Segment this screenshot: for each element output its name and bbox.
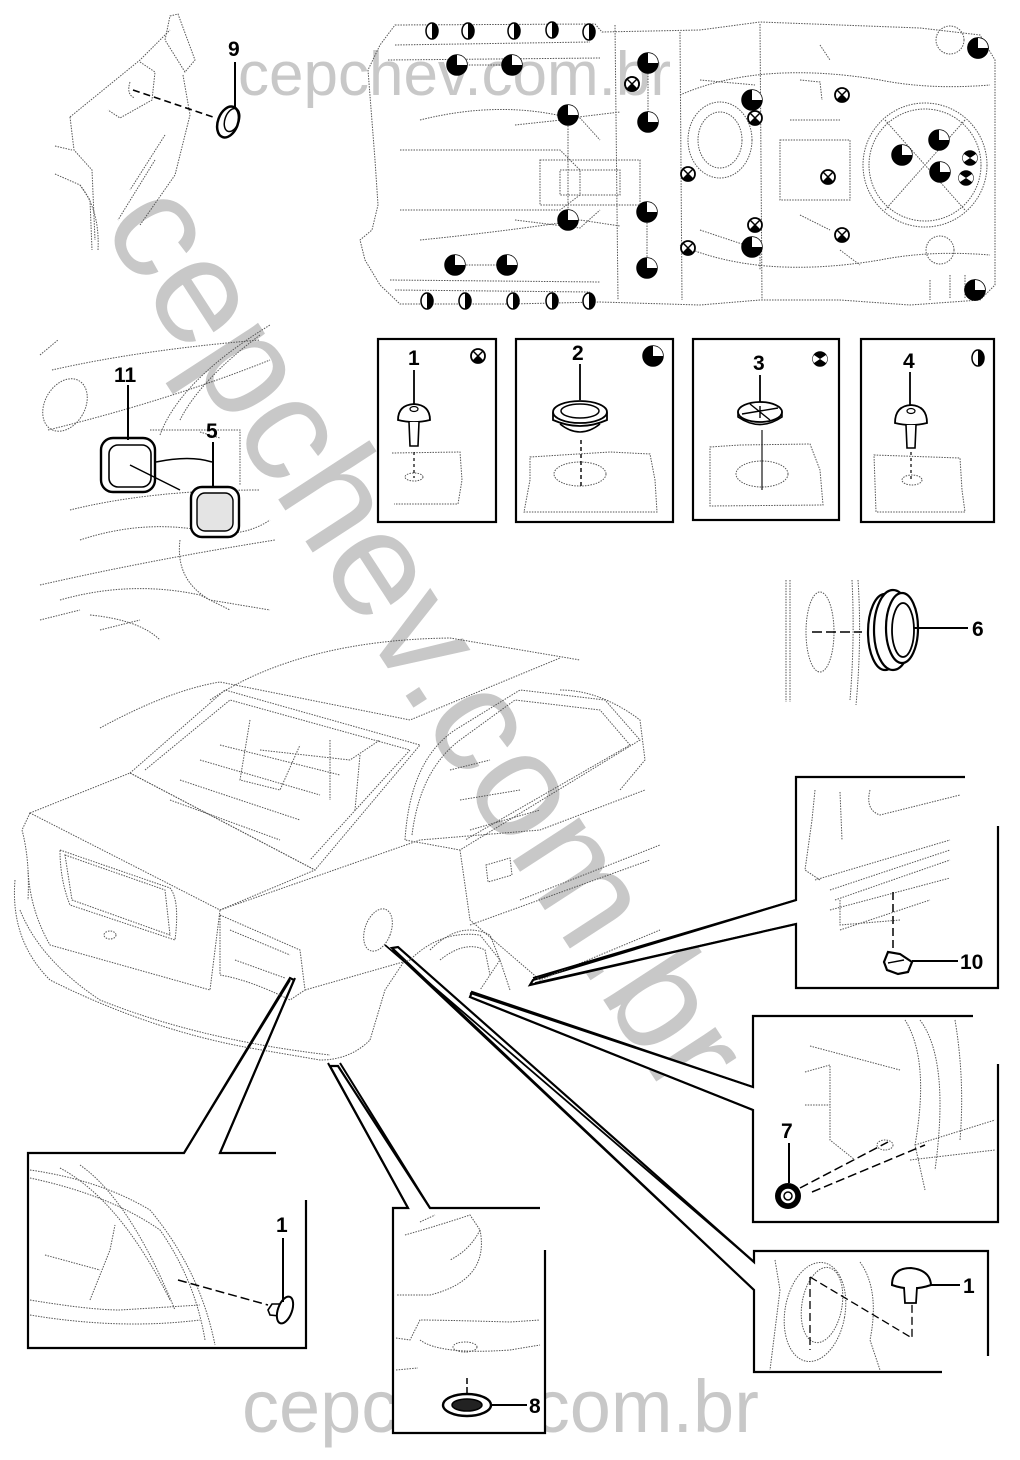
x-circle-icon [624,76,640,93]
push-pin-clip-icon [894,404,928,449]
quarter-circle-icon [557,104,579,126]
half-circle-icon [458,292,472,310]
x-circle-icon [680,166,696,183]
callout-1-wheel: 1 [963,1275,975,1298]
push-pin-clip-icon [397,403,431,447]
grommet-11-icon [99,436,157,494]
callout-1-tail: 1 [276,1214,288,1237]
quarter-circle-icon [637,52,659,74]
quarter-circle-icon [501,54,523,76]
callout-8: 8 [529,1395,541,1418]
x-circle-icon [680,240,696,257]
half-circle-icon [545,21,559,39]
panel-plug-6: 6 [785,579,984,706]
quarter-circle-icon [928,129,950,151]
legend-box-3: 3 [691,337,841,522]
quarter-circle-icon [496,254,518,276]
quarter-circle-icon [967,37,989,59]
legend-number-1: 1 [408,347,420,370]
underbody-floor-plan [359,21,996,306]
x-circle-icon [470,348,486,365]
quarter-circle-icon [891,144,913,166]
quarter-circle-icon [636,201,658,223]
quarter-circle-icon [929,161,951,183]
callout-11: 11 [114,364,137,387]
grommet-9-icon [215,105,241,139]
legend-number-2: 2 [572,342,584,365]
hourglass-circle-icon [811,351,829,367]
grommet-5-icon [189,485,241,539]
x-circle-icon [834,227,850,244]
x-circle-icon [820,169,836,186]
half-circle-icon [461,22,475,40]
half-circle-icon [582,23,596,41]
quarter-circle-icon [636,257,658,279]
callout-6: 6 [972,618,984,641]
half-circle-icon [420,292,434,310]
grommet-7-icon [775,1183,801,1209]
callout-7: 7 [781,1120,793,1143]
half-circle-icon [506,292,520,310]
half-circle-icon [582,292,596,310]
hourglass-circle-icon [961,150,979,166]
panel-plug-10: 10 [527,775,1000,990]
hourglass-circle-icon [957,170,975,186]
legend-number-4: 4 [903,350,915,373]
callout-5: 5 [206,420,218,443]
x-circle-icon [747,217,763,234]
callout-9: 9 [228,38,240,61]
panel-clip-1-tail: 1 [26,976,308,1350]
legend-box-4: 4 [859,337,996,524]
leader-line-9 [132,89,217,119]
push-pin-clip-icon [267,1295,295,1325]
flat-cross-plug-icon [737,401,783,426]
panel-grommets-11-5: 11 5 [39,324,276,641]
half-circle-icon [507,22,521,40]
floor-markers [420,21,989,310]
push-pin-clip-icon [890,1266,933,1304]
quarter-circle-icon [642,345,664,367]
car-body-outline [13,637,661,1061]
plug-6-icon [866,588,920,672]
quarter-circle-icon [964,279,986,301]
half-circle-icon [545,292,559,310]
half-circle-icon [425,22,439,40]
x-circle-icon [834,87,850,104]
quarter-circle-icon [557,209,579,231]
quarter-circle-icon [741,236,763,258]
x-circle-icon [747,110,763,127]
legend-number-3: 3 [753,352,765,375]
legend-box-1: 1 [376,337,498,524]
clip-10-icon [882,950,914,976]
panel-grommet-9: 9 [54,13,241,251]
leader-lines [183,899,797,1291]
grommet-8-icon [441,1392,493,1418]
quarter-circle-icon [637,111,659,133]
quarter-circle-icon [446,54,468,76]
quarter-circle-icon [444,254,466,276]
panel-clip-1-wheel: 1 [389,945,990,1374]
quarter-circle-icon [741,89,763,111]
legend-box-2: 2 [514,337,675,524]
callout-10: 10 [960,951,983,974]
round-plug-icon [552,400,608,433]
half-circle-icon [971,349,985,367]
